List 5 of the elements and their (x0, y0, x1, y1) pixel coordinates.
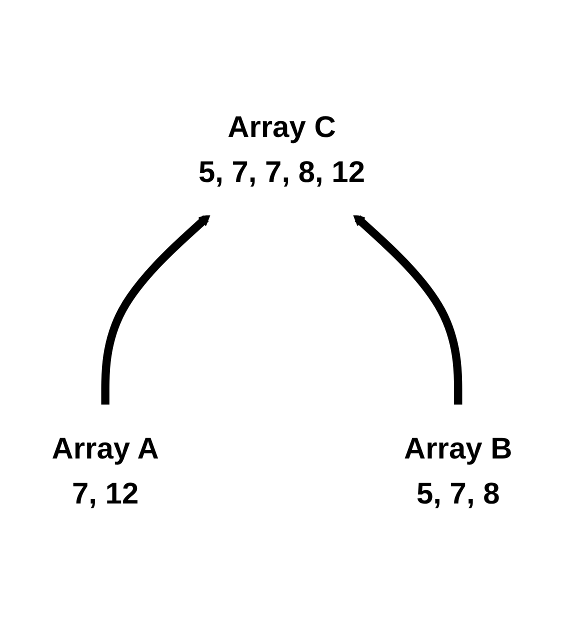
arrow (352, 214, 462, 406)
arrow (101, 214, 210, 406)
node-text: Array C 5, 7, 7, 8, 12 (198, 110, 366, 189)
node-text: Array B 5, 7, 8 (404, 431, 512, 510)
node-text: Array A 7, 12 (52, 431, 159, 510)
